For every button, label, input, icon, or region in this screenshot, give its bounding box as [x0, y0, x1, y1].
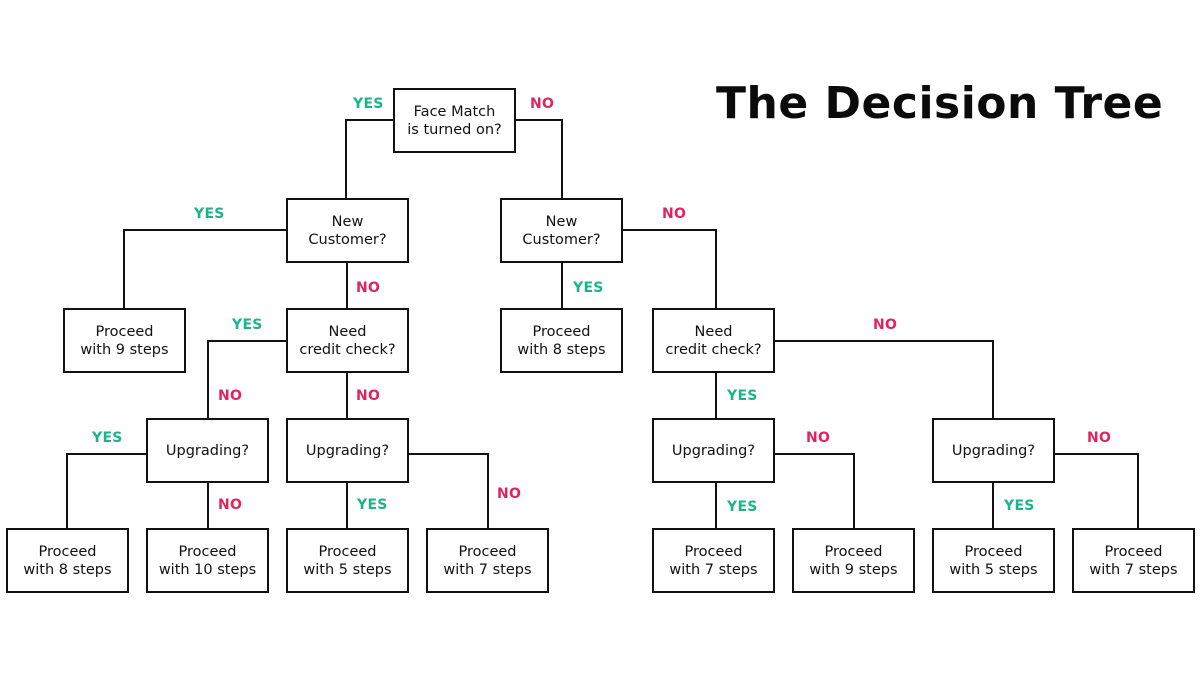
- branch-label-no: NO: [1087, 430, 1112, 446]
- branch-label-yes: YES: [1004, 498, 1035, 514]
- branch-label-no: NO: [356, 280, 381, 296]
- branch-label-no: NO: [356, 388, 381, 404]
- leaf-proceed-9-steps[interactable]: Proceed with 9 steps: [63, 308, 186, 373]
- branch-label-no: NO: [806, 430, 831, 446]
- connector-root-yes: [345, 119, 394, 198]
- branch-label-yes: YES: [232, 317, 263, 333]
- leaf-proceed-5-steps-left[interactable]: Proceed with 5 steps: [286, 528, 409, 593]
- node-credit-check-left[interactable]: Need credit check?: [286, 308, 409, 373]
- leaf-proceed-7-steps-right[interactable]: Proceed with 7 steps: [1072, 528, 1195, 593]
- node-face-match[interactable]: Face Match is turned on?: [393, 88, 516, 153]
- connector-lcredit-yes: [207, 340, 287, 418]
- branch-label-yes: YES: [727, 388, 758, 404]
- node-upgrading-3[interactable]: Upgrading?: [652, 418, 775, 483]
- leaf-proceed-9-steps-right[interactable]: Proceed with 9 steps: [792, 528, 915, 593]
- connector-lnew-yes: [123, 229, 287, 308]
- node-upgrading-2[interactable]: Upgrading?: [286, 418, 409, 483]
- leaf-proceed-8-steps-right[interactable]: Proceed with 8 steps: [500, 308, 623, 373]
- node-upgrading-4[interactable]: Upgrading?: [932, 418, 1055, 483]
- branch-label-yes: YES: [92, 430, 123, 446]
- branch-label-no: NO: [530, 96, 555, 112]
- branch-label-no: NO: [662, 206, 687, 222]
- connector-rupga-no: [774, 453, 855, 528]
- branch-label-no: NO: [873, 317, 898, 333]
- leaf-proceed-5-steps-right[interactable]: Proceed with 5 steps: [932, 528, 1055, 593]
- node-credit-check-right[interactable]: Need credit check?: [652, 308, 775, 373]
- branch-label-yes: YES: [727, 499, 758, 515]
- branch-label-yes: YES: [194, 206, 225, 222]
- branch-label-no: NO: [497, 486, 522, 502]
- node-new-customer-left[interactable]: New Customer?: [286, 198, 409, 263]
- branch-label-yes: YES: [353, 96, 384, 112]
- node-new-customer-right[interactable]: New Customer?: [500, 198, 623, 263]
- leaf-proceed-8-steps[interactable]: Proceed with 8 steps: [6, 528, 129, 593]
- branch-label-yes: YES: [357, 497, 388, 513]
- leaf-proceed-10-steps[interactable]: Proceed with 10 steps: [146, 528, 269, 593]
- connector-root-no: [515, 119, 563, 198]
- node-upgrading-1[interactable]: Upgrading?: [146, 418, 269, 483]
- branch-label-yes: YES: [573, 280, 604, 296]
- branch-label-no: NO: [218, 388, 243, 404]
- branch-label-no: NO: [218, 497, 243, 513]
- connector-rnew-no: [622, 229, 717, 308]
- page-title: The Decision Tree: [716, 78, 1164, 129]
- leaf-proceed-7-steps-mid[interactable]: Proceed with 7 steps: [652, 528, 775, 593]
- connector-upgb-no: [408, 453, 489, 528]
- connector-upga-yes: [66, 453, 147, 528]
- connector-rcredit-no: [774, 340, 994, 418]
- connector-rupgb-no: [1055, 453, 1139, 528]
- leaf-proceed-7-steps-left[interactable]: Proceed with 7 steps: [426, 528, 549, 593]
